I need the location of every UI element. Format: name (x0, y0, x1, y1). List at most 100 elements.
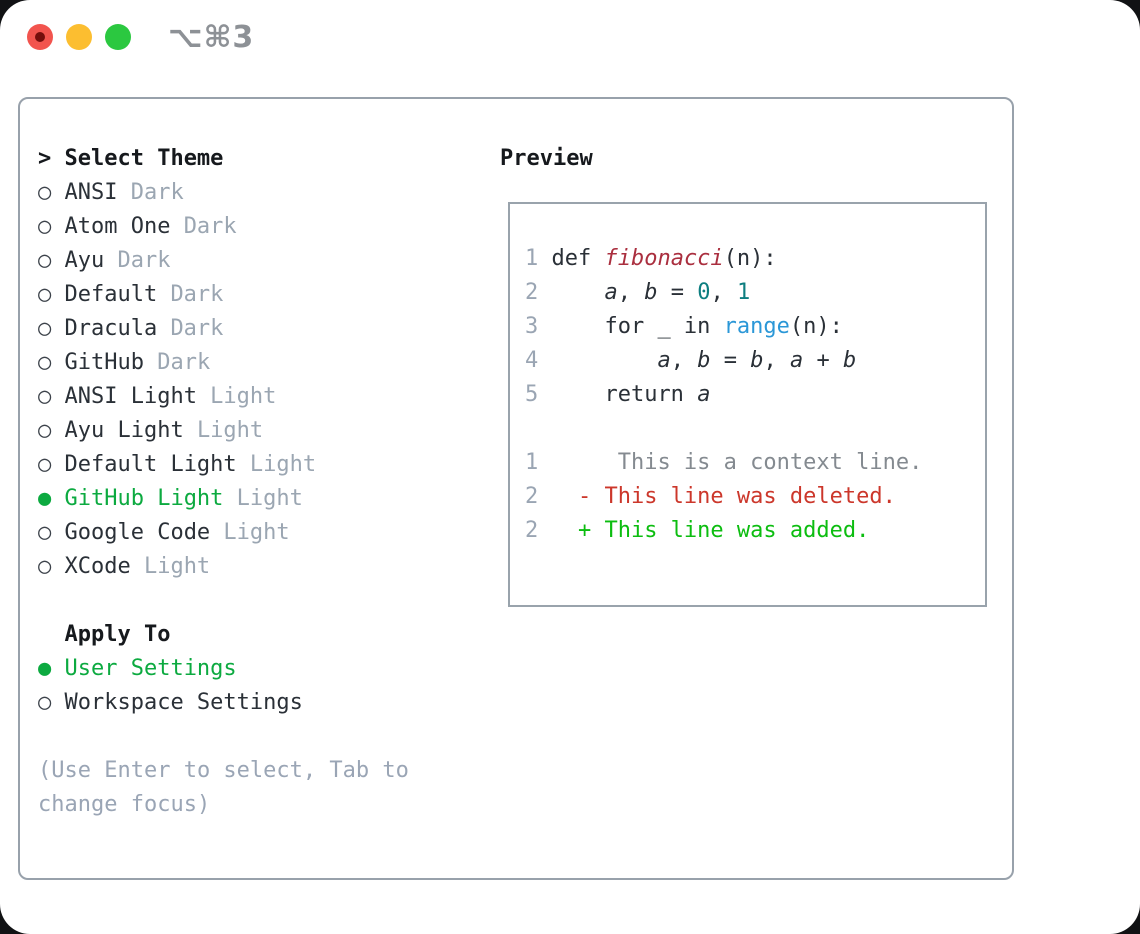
code-token-num: 1 (736, 280, 751, 305)
option-label: Default (64, 282, 158, 307)
code-line: 2 - This line was deleted. (525, 480, 922, 514)
theme-variant-label: Dark (157, 350, 211, 375)
code-line: 5 return a (525, 378, 922, 412)
apply-to-list: ●User Settings ○ Workspace Settings (38, 652, 458, 720)
theme-variant-label: Dark (170, 316, 224, 341)
spacer (38, 584, 458, 618)
code-token-var: a (657, 348, 671, 373)
code-token-var: a (789, 348, 804, 373)
code-line: 1 This is a context line. (525, 446, 922, 480)
option-label: GitHub Light (64, 486, 224, 511)
theme-variant-label: Light (236, 486, 303, 511)
minimize-button[interactable] (66, 24, 92, 50)
code-token-var: a (604, 280, 618, 305)
option-label: Default Light (64, 452, 237, 477)
theme-variant-label: Dark (117, 248, 171, 273)
code-token-del: - This line was deleted. (538, 484, 896, 509)
line-number: 3 (525, 314, 539, 339)
code-line: 3 for _ in range(n): (525, 310, 922, 344)
radio-unselected-icon: ○ (38, 180, 52, 205)
theme-option[interactable]: ○ Ayu Light Light (38, 414, 458, 448)
code-token-plain: = (710, 348, 751, 373)
theme-variant-label: Dark (170, 282, 224, 307)
code-token-plain (538, 348, 657, 373)
radio-unselected-icon: ○ (38, 452, 52, 477)
selection-caret-icon: > (38, 146, 52, 171)
radio-unselected-icon: ○ (38, 316, 52, 341)
code-token-plain: , (763, 348, 790, 373)
code-line: 4 a, b = b, a + b (525, 344, 922, 378)
code-line (525, 412, 922, 446)
close-button[interactable] (27, 24, 53, 50)
option-label: User Settings (64, 656, 237, 681)
code-token-plain: return (538, 382, 698, 407)
spacer (38, 720, 458, 754)
radio-unselected-icon: ○ (38, 690, 52, 715)
theme-variant-label: Dark (183, 214, 237, 239)
radio-unselected-icon: ○ (38, 248, 52, 273)
theme-variant-label: Light (143, 554, 211, 579)
code-token-plain: (n): (789, 314, 843, 339)
option-label: ANSI Light (64, 384, 197, 409)
theme-variant-label: Dark (130, 180, 184, 205)
preview-pane (508, 202, 987, 607)
preview-header-label: Preview (500, 146, 593, 171)
option-label: GitHub (64, 350, 144, 375)
theme-option[interactable]: ○ Ayu Dark (38, 244, 458, 278)
keyboard-hint: (Use Enter to select, Tab to change focu… (38, 758, 409, 817)
theme-variant-label: Light (196, 418, 264, 443)
option-label: XCode (64, 554, 131, 579)
code-token-plain (538, 280, 604, 305)
radio-unselected-icon: ○ (38, 350, 52, 375)
code-token-var: a (697, 382, 711, 407)
code-token-builtin: range (723, 314, 790, 339)
code-token-plain: , (710, 280, 737, 305)
line-number: 2 (525, 518, 539, 543)
code-token-func: fibonacci (604, 246, 724, 271)
option-label: Ayu Light (64, 418, 184, 443)
theme-option[interactable]: ○ Default Light Light (38, 448, 458, 482)
radio-unselected-icon: ○ (38, 418, 52, 443)
code-token-plain: , (670, 348, 698, 373)
code-token-num: 0 (697, 280, 711, 305)
theme-option[interactable]: ○ GitHub Dark (38, 346, 458, 380)
line-number: 5 (525, 382, 539, 407)
theme-option[interactable]: ○ XCode Light (38, 550, 458, 584)
line-number: 1 (525, 246, 539, 271)
code-token-plain: def (538, 246, 605, 271)
line-number: 4 (525, 348, 539, 373)
zoom-button[interactable] (105, 24, 131, 50)
code-token-plain: for _ in (538, 314, 724, 339)
apply-option[interactable]: ●User Settings (38, 652, 458, 686)
apply-option[interactable]: ○ Workspace Settings (38, 686, 458, 720)
theme-option[interactable]: ○ Default Dark (38, 278, 458, 312)
theme-variant-label: Light (249, 452, 317, 477)
select-theme-header: > Select Theme (38, 142, 458, 176)
line-number: 1 (525, 450, 539, 475)
code-token-plain: + (803, 348, 843, 373)
theme-variant-label: Light (223, 520, 290, 545)
option-label: Workspace Settings (64, 690, 303, 715)
titlebar: ⌥⌘3 (0, 0, 1140, 74)
line-number: 2 (525, 280, 539, 305)
option-label: Google Code (64, 520, 211, 545)
radio-unselected-icon: ○ (38, 554, 52, 579)
code-token-context: This is a context line. (538, 450, 923, 475)
code-line: 2 + This line was added. (525, 514, 922, 548)
select-theme-header-label: Select Theme (64, 146, 224, 171)
option-label: Ayu (64, 248, 105, 273)
radio-unselected-icon: ○ (38, 282, 52, 307)
code-line: 1 def fibonacci(n): (525, 242, 922, 276)
code-token-plain: = (657, 280, 698, 305)
